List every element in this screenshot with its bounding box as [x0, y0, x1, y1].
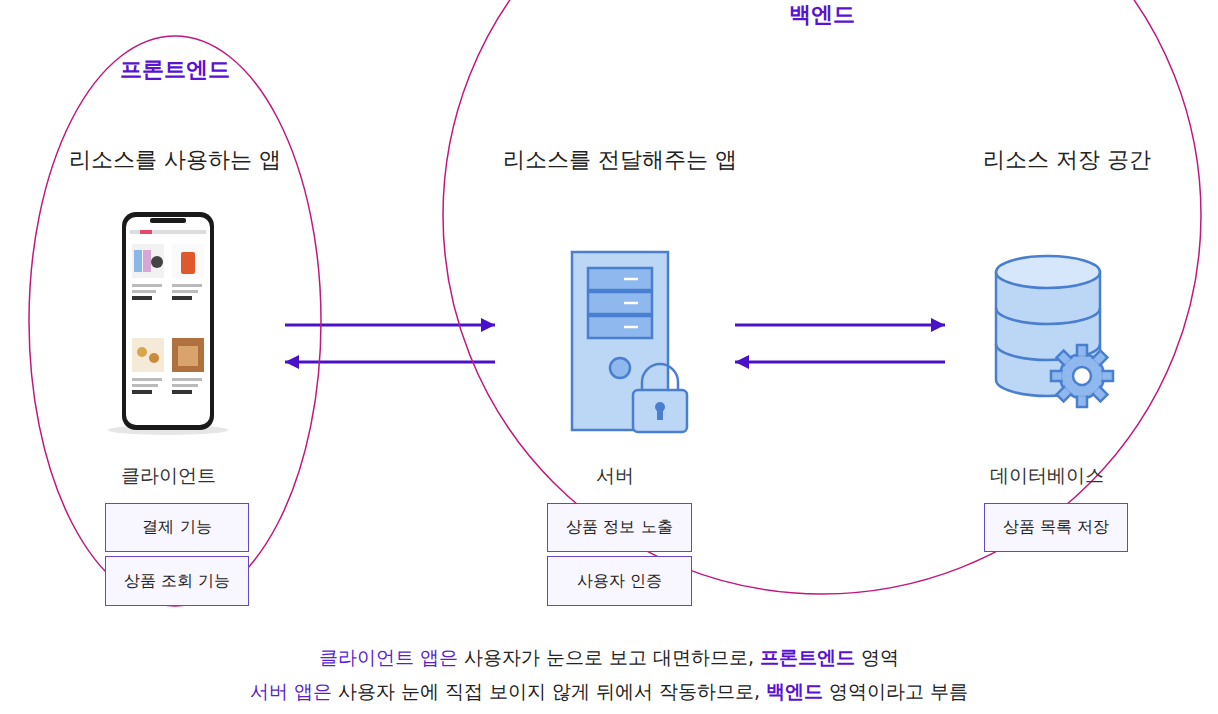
column-heading: 리소스 저장 공간: [983, 145, 1151, 175]
region-heading: 프론트엔드: [28, 55, 322, 85]
column-heading: 리소스를 사용하는 앱: [69, 145, 281, 175]
column-heading: 리소스를 전달해주는 앱: [503, 145, 737, 175]
region-heading: 백엔드: [442, 0, 1202, 30]
feature-box: 상품 조회 기능: [105, 556, 249, 606]
box-label: 상품 목록 저장: [1003, 517, 1109, 538]
flow-arrow: [285, 324, 495, 327]
feature-box: 상품 목록 저장: [984, 503, 1128, 552]
icon-label: 클라이언트: [51, 463, 285, 489]
region-ellipse: [443, 0, 1201, 594]
database-icon: [996, 256, 1113, 407]
box-label: 상품 정보 노출: [566, 517, 672, 538]
feature-box: 결제 기능: [105, 503, 249, 552]
icon-label: 서버: [495, 463, 735, 489]
icon-label: 데이터베이스: [945, 463, 1149, 489]
backend-region: 백엔드서버상품 정보 노출사용자 인증 데이터베이스상품 목록 저장: [442, 0, 1202, 595]
caption: 클라이언트 앱은 사용자가 눈으로 보고 대면하므로, 프론트엔드 영역 서버 …: [0, 640, 1218, 708]
client-node: 클라이언트: [51, 205, 285, 495]
box-label: 사용자 인증: [577, 571, 662, 592]
box-label: 결제 기능: [142, 517, 211, 538]
frontend-region: 프론트엔드클라이언트결제 기능상품 조회 기능: [28, 35, 322, 607]
region-ellipse: [29, 36, 321, 606]
flow-arrow: [735, 324, 945, 327]
database-node: 데이터베이스: [945, 205, 1149, 495]
box-label: 상품 조회 기능: [124, 571, 230, 592]
feature-box: 상품 정보 노출: [547, 503, 692, 552]
feature-box: 사용자 인증: [547, 556, 692, 606]
flow-arrow: [735, 361, 945, 364]
server-node: 서버: [495, 205, 735, 495]
flow-arrow: [285, 361, 495, 364]
phone-illustration: [108, 212, 228, 435]
server-icon: [572, 252, 687, 432]
